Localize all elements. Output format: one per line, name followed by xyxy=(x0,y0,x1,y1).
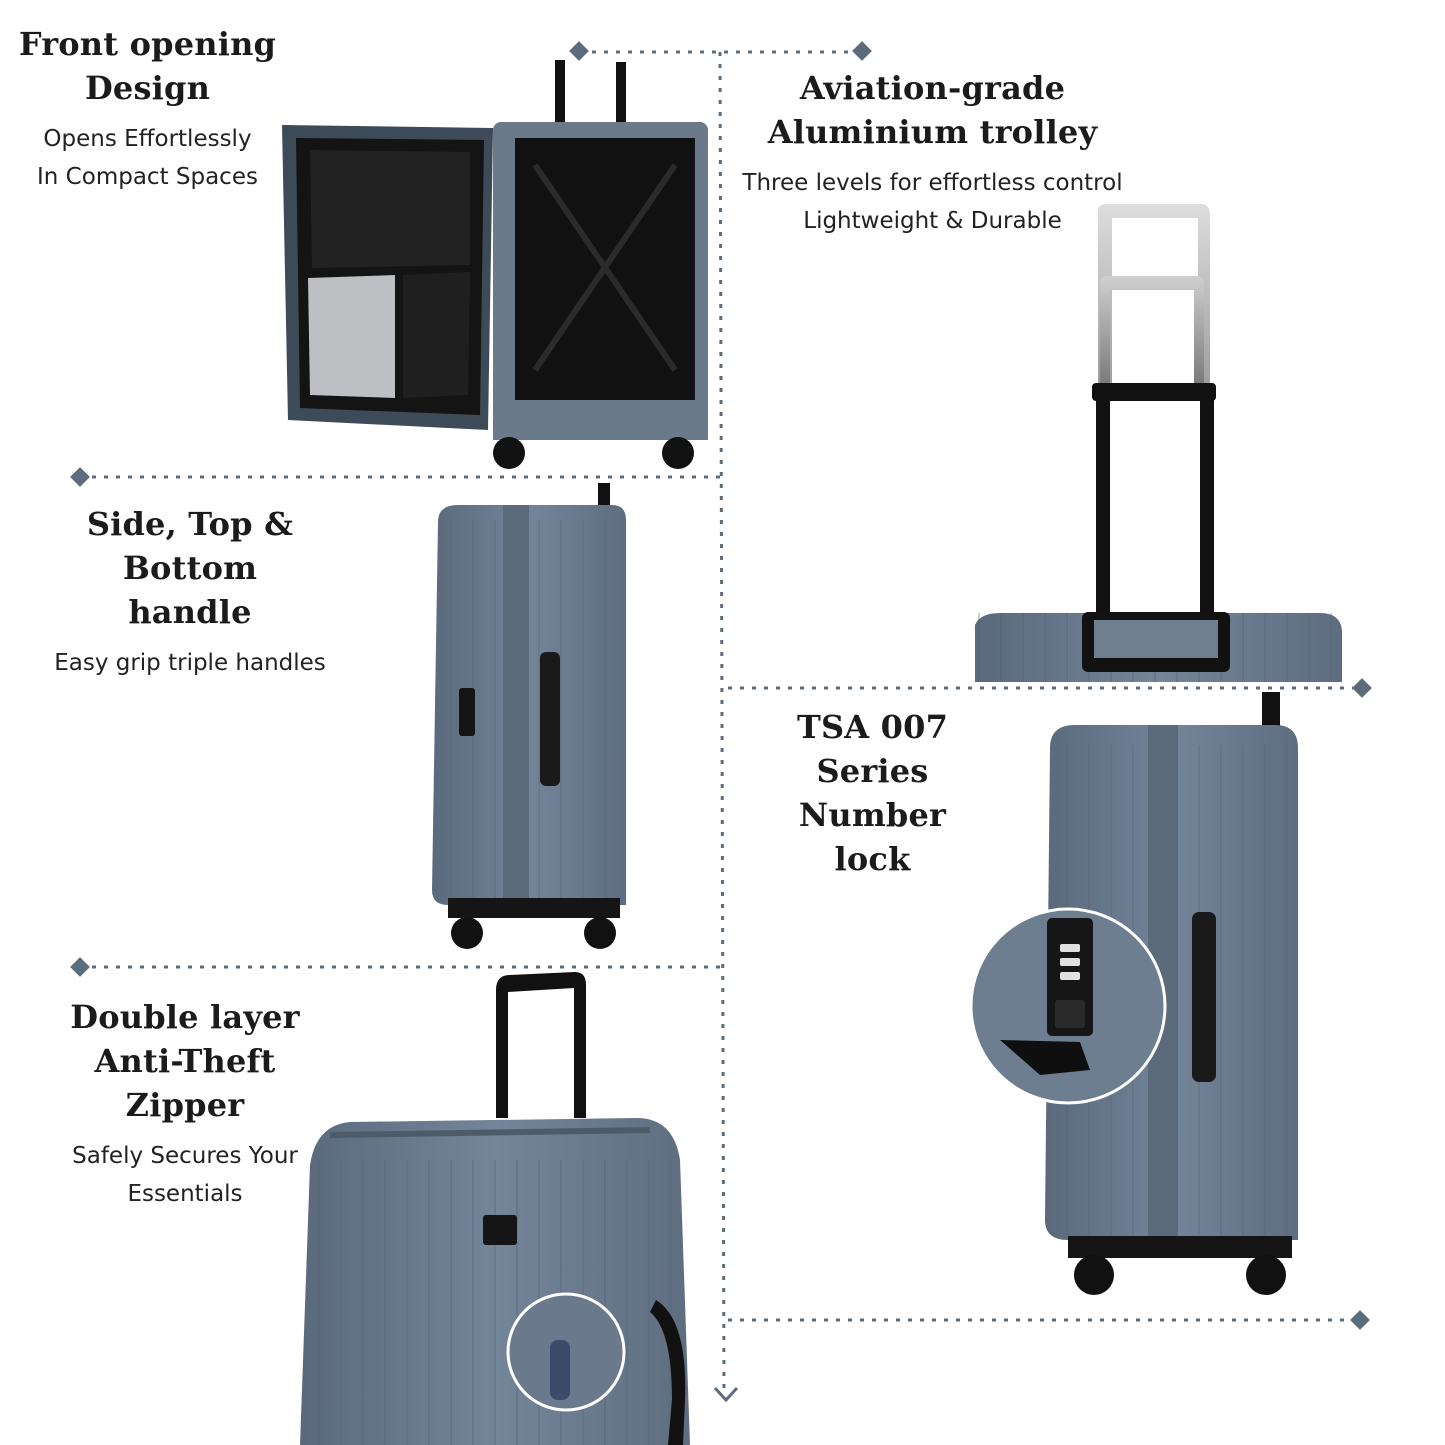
open-suitcase-image xyxy=(282,60,708,469)
feature-title: Series Number xyxy=(798,752,947,834)
feature-subtitle: In Compact Spaces xyxy=(37,164,258,190)
feature-triple-handles: Side, Top & Bottom handle Easy grip trip… xyxy=(20,502,360,682)
feature-title: Front opening xyxy=(18,25,277,63)
feature-title: Anti-Theft Zipper xyxy=(94,1042,276,1124)
feature-aluminium-trolley: Aviation-grade Aluminium trolley Three l… xyxy=(720,66,1145,240)
feature-subtitle: Safely Secures Your xyxy=(72,1143,298,1169)
feature-subtitle: Lightweight & Durable xyxy=(803,208,1062,234)
feature-tsa-lock: TSA 007 Series Number lock xyxy=(740,705,1005,881)
feature-title: Side, Top & Bottom xyxy=(86,505,294,587)
dotted-dividers xyxy=(80,50,1362,1391)
feature-front-opening: Front opening Design Opens Effortlessly … xyxy=(0,22,295,196)
trolley-handle-image xyxy=(975,204,1342,682)
feature-title: TSA 007 xyxy=(796,708,949,746)
zipper-suitcase-image xyxy=(300,972,690,1445)
side-view-suitcase-image xyxy=(432,483,626,949)
feature-title: Double layer xyxy=(70,998,300,1036)
feature-title: handle xyxy=(128,593,252,631)
feature-title: Aviation-grade xyxy=(799,69,1066,107)
feature-anti-theft-zipper: Double layer Anti-Theft Zipper Safely Se… xyxy=(30,995,340,1213)
tsa-lock-suitcase-image xyxy=(969,692,1298,1295)
feature-subtitle: Three levels for effortless control xyxy=(742,170,1123,196)
feature-subtitle: Essentials xyxy=(127,1181,243,1207)
feature-subtitle: Opens Effortlessly xyxy=(43,126,252,152)
feature-title: Design xyxy=(84,69,211,107)
feature-title: Aluminium trolley xyxy=(767,113,1098,151)
chevron-down-icon xyxy=(713,1386,739,1403)
feature-subtitle: Easy grip triple handles xyxy=(54,650,326,676)
feature-title: lock xyxy=(834,840,911,878)
